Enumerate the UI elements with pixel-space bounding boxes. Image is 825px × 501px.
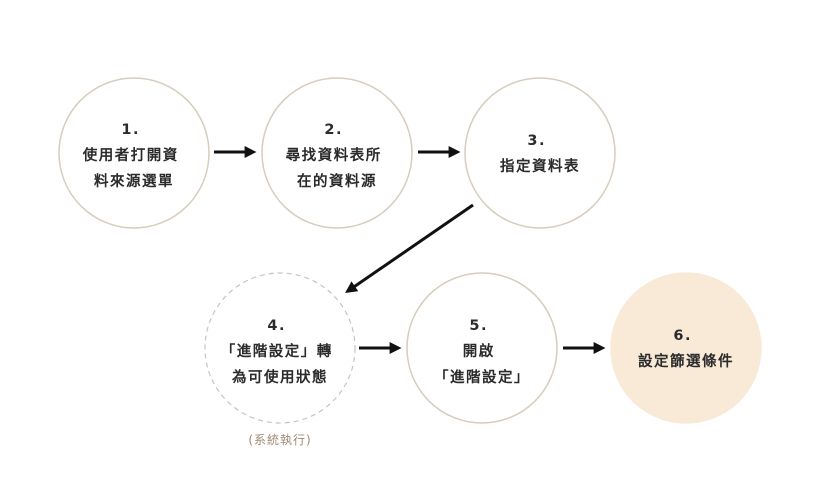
svg-text:1. 使用者打開資 料來源選單: 1. 使用者打開資 料來源選單	[82, 122, 186, 190]
svg-text:6. 設定篩選條件: 6. 設定篩選條件	[638, 328, 734, 370]
step-6-line1: 設定篩選條件	[638, 352, 734, 370]
step-2-number: 2.	[324, 122, 343, 138]
step-5-line1: 開啟	[463, 342, 495, 360]
step-6-circle	[610, 272, 762, 424]
step-4-line2: 為可使用狀態	[232, 368, 328, 386]
step-6-number: 6.	[673, 328, 692, 344]
step-4-number: 4.	[267, 318, 286, 334]
step-2: 2. 尋找資料表所 在的資料源	[261, 77, 413, 229]
step-4-line1: 「進階設定」轉	[221, 342, 333, 360]
step-4: 4. 「進階設定」轉 為可使用狀態 (系統執行)	[204, 272, 356, 447]
step-5-number: 5.	[469, 318, 488, 334]
step-1-circle	[58, 77, 210, 229]
step-3-number: 3.	[527, 133, 546, 149]
step-1-number: 1.	[121, 122, 140, 138]
step-1-line2: 料來源選單	[94, 172, 174, 190]
step-5: 5. 開啟 「進階設定」	[406, 272, 558, 424]
step-3-circle	[464, 77, 616, 229]
svg-text:2. 尋找資料表所 在的資料源: 2. 尋找資料表所 在的資料源	[286, 122, 389, 190]
step-2-circle	[261, 77, 413, 229]
step-4-circle	[204, 272, 356, 424]
step-3-line1: 指定資料表	[500, 157, 580, 175]
svg-text:4. 「進階設定」轉 為可使用狀態: 4. 「進階設定」轉 為可使用狀態	[221, 318, 340, 386]
step-2-line2: 在的資料源	[297, 172, 377, 190]
step-6: 6. 設定篩選條件	[610, 272, 762, 424]
step-1-line1: 使用者打開資	[82, 146, 179, 164]
step-3: 3. 指定資料表	[464, 77, 616, 229]
svg-text:5. 開啟 「進階設定」: 5. 開啟 「進階設定」	[434, 318, 530, 386]
svg-text:3. 指定資料表: 3. 指定資料表	[500, 133, 580, 175]
step-5-line2: 「進階設定」	[434, 368, 530, 386]
step-1: 1. 使用者打開資 料來源選單	[58, 77, 210, 229]
arrow-3-to-4	[345, 203, 474, 294]
step-2-line1: 尋找資料表所	[286, 146, 382, 164]
step-4-note: (系統執行)	[248, 433, 311, 447]
step-5-circle	[406, 272, 558, 424]
